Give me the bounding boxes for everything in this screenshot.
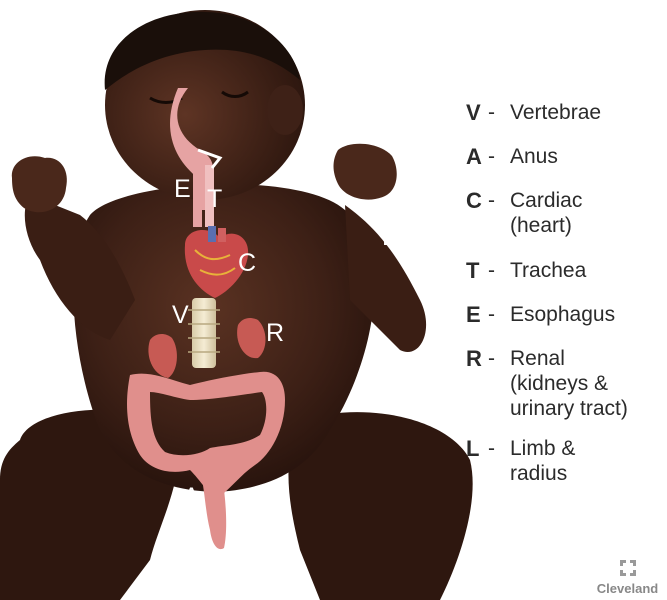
legend-dash: - [488,100,495,125]
label-vertebrae: V [172,303,189,328]
esophagus-tube [193,165,202,227]
legend-letter: R [466,346,482,371]
legend-text: Trachea [510,258,667,283]
logo-text: Cleveland [588,581,667,596]
label-trachea: T [207,187,222,212]
legend-dash: - [488,258,495,283]
clinic-logo-icon [618,558,638,578]
legend-letter: T [466,258,479,283]
legend-text: Renal (kidneys & urinary tract) [510,346,667,421]
label-cardiac: C [238,251,256,276]
legend-letter: L [466,436,479,461]
left-fist [12,156,67,212]
legend-dash: - [488,144,495,169]
legend-dash: - [488,188,495,213]
legend-letter: E [466,302,481,327]
legend-text: Esophagus [510,302,667,327]
label-renal: R [266,321,284,346]
legend-text: Anus [510,144,667,169]
legend-text: Cardiac (heart) [510,188,667,238]
label-anus: A [183,485,200,510]
legend-dash: - [488,302,495,327]
ear [267,85,303,135]
legend-letter: A [466,144,482,169]
label-limb: L [382,225,396,250]
legend-letter: C [466,188,482,213]
legend-dash: - [488,346,495,371]
right-fist [334,144,397,200]
legend-text: Vertebrae [510,100,667,125]
label-esophagus: E [174,177,191,202]
spine [192,298,216,368]
legend-dash: - [488,436,495,461]
rectum [200,470,226,549]
legend-text: Limb & radius [510,436,667,486]
legend-letter: V [466,100,481,125]
cleveland-clinic-logo: Cleveland [588,555,667,600]
